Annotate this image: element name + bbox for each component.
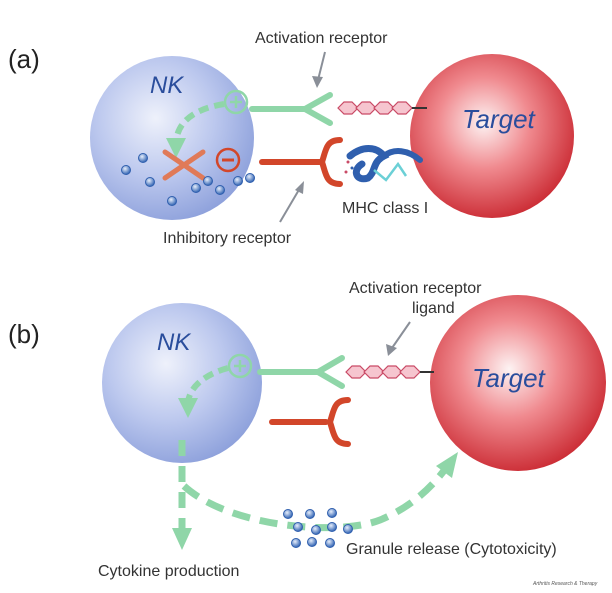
cytotoxicity-arrowhead [436, 452, 458, 478]
inhibitory-receptor-label: Inhibitory receptor [163, 230, 292, 247]
activation-receptor-label: Activation receptor [255, 30, 388, 47]
inhibition-cross-icon [162, 149, 206, 181]
granules-b [283, 508, 353, 548]
cytokine-arrowhead [172, 528, 192, 550]
activation-ligand-label-line1: Activation receptor [349, 280, 482, 297]
credit-text: Arthritis Research & Therapy [532, 581, 598, 587]
target-cell [410, 54, 574, 218]
activation-arrowhead [166, 138, 186, 158]
panel-b: (b) NK Target [8, 280, 606, 580]
mhc-class-i-label: MHC class I [342, 200, 428, 217]
inhibitory-receptor-pointer-head [295, 181, 304, 194]
inhibitory-receptor-pointer [279, 187, 301, 223]
panel-a: (a) NK Target [8, 30, 574, 247]
activation-signal-arrow [173, 101, 225, 143]
panel-a-label: (a) [8, 44, 40, 74]
panel-b-label: (b) [8, 319, 40, 349]
activation-ligand-label-line2: ligand [412, 300, 455, 317]
granule-release-label: Granule release (Cytotoxicity) [346, 541, 557, 558]
plus-icon [223, 89, 249, 115]
ligand-pointer [391, 321, 411, 349]
inhibitory-receptor-b [269, 397, 351, 447]
nk-cell-label: NK [150, 72, 184, 99]
activation-receptor-a [249, 92, 333, 126]
target-cell-label: Target [472, 363, 547, 393]
plus-icon [227, 353, 253, 379]
nk-cell [102, 303, 262, 463]
ligand-pointer-head [386, 344, 397, 356]
mhc-class-i-molecule [344, 145, 423, 183]
activation-arrowhead [178, 398, 198, 418]
minus-icon [215, 147, 241, 173]
inhibitory-receptor-a [259, 137, 343, 187]
activation-receptor-pointer-head [312, 76, 323, 88]
ligand-b [345, 365, 434, 379]
target-cell [430, 295, 606, 471]
granules-a [121, 153, 255, 206]
activation-receptor-b [257, 355, 345, 389]
cytokine-production-label: Cytokine production [98, 563, 239, 580]
cytotoxicity-pathway-arrow [181, 465, 449, 532]
nk-cell-label: NK [157, 329, 191, 356]
target-cell-label: Target [462, 104, 537, 134]
activation-receptor-pointer [317, 51, 326, 81]
ligand-a [337, 101, 427, 115]
